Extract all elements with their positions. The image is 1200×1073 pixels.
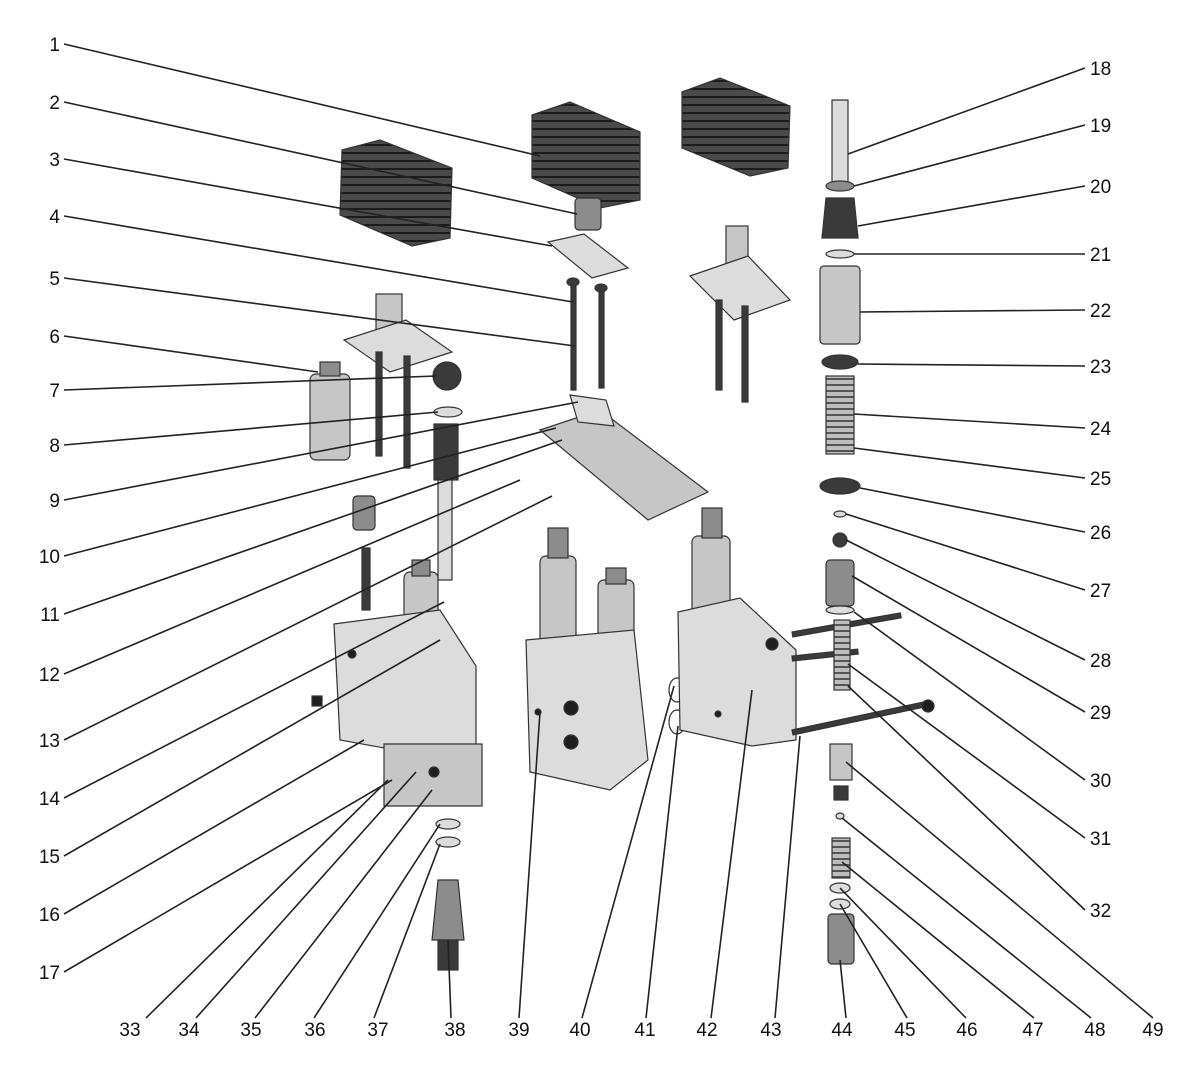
label-10: 10 [39,547,60,568]
label-5: 5 [49,269,60,290]
bracket-left [342,293,454,469]
label-25: 25 [1090,469,1111,490]
label-31: 31 [1090,829,1111,850]
label-9: 9 [49,491,60,512]
parts-group [309,77,935,971]
label-43: 43 [760,1020,781,1041]
label-6: 6 [49,327,60,348]
valve-body-right [677,507,935,747]
label-11: 11 [40,605,60,626]
mounting-plate [538,394,710,521]
label-19: 19 [1090,116,1111,137]
label-16: 16 [39,905,60,926]
label-35: 35 [240,1020,261,1041]
label-27: 27 [1090,581,1111,602]
label-12: 12 [39,665,60,686]
sensor-left [309,361,463,481]
label-34: 34 [178,1020,200,1041]
heat-sink-center [531,101,641,209]
label-33: 33 [119,1020,140,1041]
label-26: 26 [1090,523,1111,544]
label-17: 17 [39,963,60,984]
heat-sink-left [339,139,453,247]
label-48: 48 [1084,1020,1105,1041]
label-40: 40 [569,1020,590,1041]
label-13: 13 [39,731,60,752]
label-30: 30 [1090,771,1111,792]
label-37: 37 [367,1020,388,1041]
label-4: 4 [49,207,60,228]
label-7: 7 [49,381,60,402]
label-14: 14 [39,789,61,810]
label-46: 46 [956,1020,977,1041]
label-21: 21 [1090,245,1111,266]
part-labels: 1 2 3 4 5 6 7 8 9 10 11 12 13 14 15 16 1… [39,35,1164,1041]
label-20: 20 [1090,177,1111,198]
label-41: 41 [634,1020,655,1041]
top-plate [546,233,630,279]
bracket-right [688,225,792,403]
label-28: 28 [1090,651,1111,672]
label-8: 8 [49,436,60,457]
cap-part [574,197,602,231]
label-15: 15 [39,847,60,868]
label-36: 36 [304,1020,325,1041]
leader-lines [63,43,1154,1019]
label-44: 44 [831,1020,853,1041]
right-stack [819,99,861,691]
label-24: 24 [1090,419,1112,440]
label-3: 3 [49,150,60,171]
label-38: 38 [444,1020,465,1041]
right-bottom-stack [827,743,855,965]
bolts-pair [566,277,608,391]
valve-body-left [311,559,483,807]
label-47: 47 [1022,1020,1043,1041]
label-23: 23 [1090,357,1111,378]
label-49: 49 [1142,1020,1163,1041]
label-29: 29 [1090,703,1111,724]
label-2: 2 [49,93,60,114]
heat-sink-right [681,77,791,177]
label-42: 42 [696,1020,717,1041]
label-18: 18 [1090,59,1111,80]
label-1: 1 [49,35,60,56]
label-45: 45 [894,1020,915,1041]
label-39: 39 [508,1020,529,1041]
label-22: 22 [1090,301,1111,322]
valve-body-center [525,527,649,791]
label-32: 32 [1090,901,1111,922]
